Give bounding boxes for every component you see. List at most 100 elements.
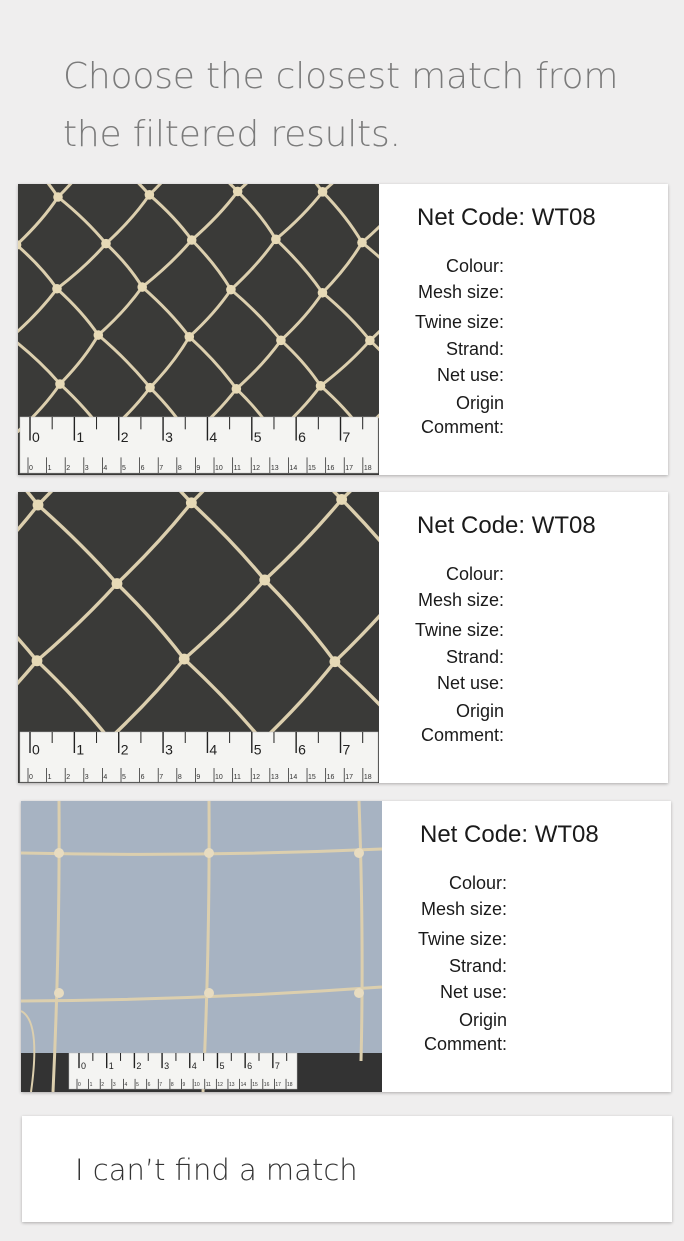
no-match-button[interactable]: I can’t find a match: [22, 1116, 672, 1222]
field-mesh-size: Mesh size:: [420, 899, 507, 919]
field-comment: Comment:: [423, 1034, 507, 1054]
field-net-use: Net use:: [436, 673, 504, 693]
svg-text:12: 12: [252, 465, 260, 472]
field-strand: Strand:: [448, 956, 507, 976]
svg-text:5: 5: [136, 1082, 139, 1088]
svg-text:3: 3: [85, 774, 89, 781]
svg-text:1: 1: [90, 1082, 93, 1088]
svg-text:4: 4: [103, 465, 107, 472]
svg-text:2: 2: [101, 1082, 104, 1088]
svg-text:6: 6: [298, 429, 306, 445]
svg-text:7: 7: [159, 465, 163, 472]
svg-text:14: 14: [241, 1082, 247, 1088]
svg-text:9: 9: [196, 774, 200, 781]
field-colour: Colour:: [448, 873, 507, 893]
net-twine: [18, 184, 379, 439]
svg-text:2: 2: [66, 774, 70, 781]
svg-text:13: 13: [271, 774, 279, 781]
result-info: Net Code: WT08 Colour: Mesh size: Twine …: [379, 184, 668, 475]
svg-text:3: 3: [165, 742, 173, 758]
svg-text:12: 12: [252, 774, 260, 781]
svg-text:7: 7: [159, 1082, 162, 1088]
svg-text:18: 18: [364, 465, 372, 472]
svg-text:7: 7: [343, 429, 351, 445]
svg-text:0: 0: [29, 774, 33, 781]
field-origin: Origin: [455, 393, 504, 413]
svg-text:8: 8: [171, 1082, 174, 1088]
field-origin: Origin: [458, 1010, 507, 1030]
svg-text:7: 7: [275, 1061, 280, 1071]
svg-text:2: 2: [136, 1061, 141, 1071]
svg-text:17: 17: [345, 774, 353, 781]
svg-text:1: 1: [109, 1061, 114, 1071]
svg-text:3: 3: [164, 1061, 169, 1071]
page-heading: Choose the closest match from the filter…: [63, 56, 619, 155]
svg-text:5: 5: [254, 429, 262, 445]
field-net-use: Net use:: [439, 982, 507, 1002]
net-twine: [21, 801, 382, 1092]
svg-text:15: 15: [252, 1082, 258, 1088]
field-strand: Strand:: [445, 647, 504, 667]
svg-text:12: 12: [217, 1082, 223, 1088]
svg-text:11: 11: [234, 774, 241, 781]
svg-text:2: 2: [121, 429, 129, 445]
result-info: Net Code: WT08 Colour: Mesh size: Twine …: [379, 492, 668, 783]
svg-text:0: 0: [81, 1061, 86, 1071]
svg-text:13: 13: [229, 1082, 235, 1088]
svg-text:8: 8: [178, 465, 182, 472]
svg-text:15: 15: [308, 774, 316, 781]
field-twine-size: Twine size:: [414, 620, 504, 640]
svg-text:8: 8: [178, 774, 182, 781]
svg-text:13: 13: [271, 465, 279, 472]
svg-text:1: 1: [48, 465, 52, 472]
svg-text:16: 16: [327, 465, 335, 472]
svg-text:18: 18: [287, 1082, 293, 1088]
svg-text:6: 6: [298, 742, 306, 758]
svg-text:10: 10: [215, 774, 223, 781]
svg-text:17: 17: [345, 465, 353, 472]
svg-text:4: 4: [209, 429, 217, 445]
svg-text:4: 4: [209, 742, 217, 758]
svg-text:6: 6: [247, 1061, 252, 1071]
svg-text:3: 3: [165, 429, 173, 445]
net-code: Net Code: WT08: [417, 204, 596, 231]
svg-text:16: 16: [327, 774, 335, 781]
svg-text:6: 6: [148, 1082, 151, 1088]
svg-text:16: 16: [264, 1082, 270, 1088]
svg-text:1: 1: [76, 742, 84, 758]
net-code: Net Code: WT08: [417, 512, 596, 539]
field-colour: Colour:: [445, 256, 504, 276]
svg-text:6: 6: [141, 465, 145, 472]
svg-text:9: 9: [196, 465, 200, 472]
field-twine-size: Twine size:: [417, 929, 507, 949]
field-colour: Colour:: [445, 564, 504, 584]
svg-text:14: 14: [289, 465, 297, 472]
svg-text:5: 5: [254, 742, 262, 758]
svg-text:15: 15: [308, 465, 316, 472]
svg-text:2: 2: [66, 465, 70, 472]
svg-text:14: 14: [289, 774, 297, 781]
field-mesh-size: Mesh size:: [417, 282, 504, 302]
svg-text:5: 5: [122, 465, 126, 472]
svg-text:0: 0: [32, 429, 40, 445]
svg-text:11: 11: [234, 465, 241, 472]
svg-text:5: 5: [122, 774, 126, 781]
field-comment: Comment:: [420, 417, 504, 437]
svg-text:11: 11: [206, 1082, 211, 1088]
svg-text:3: 3: [113, 1082, 116, 1088]
field-mesh-size: Mesh size:: [417, 590, 504, 610]
field-origin: Origin: [455, 701, 504, 721]
svg-text:3: 3: [85, 465, 89, 472]
field-twine-size: Twine size:: [414, 312, 504, 332]
svg-text:1: 1: [48, 774, 52, 781]
